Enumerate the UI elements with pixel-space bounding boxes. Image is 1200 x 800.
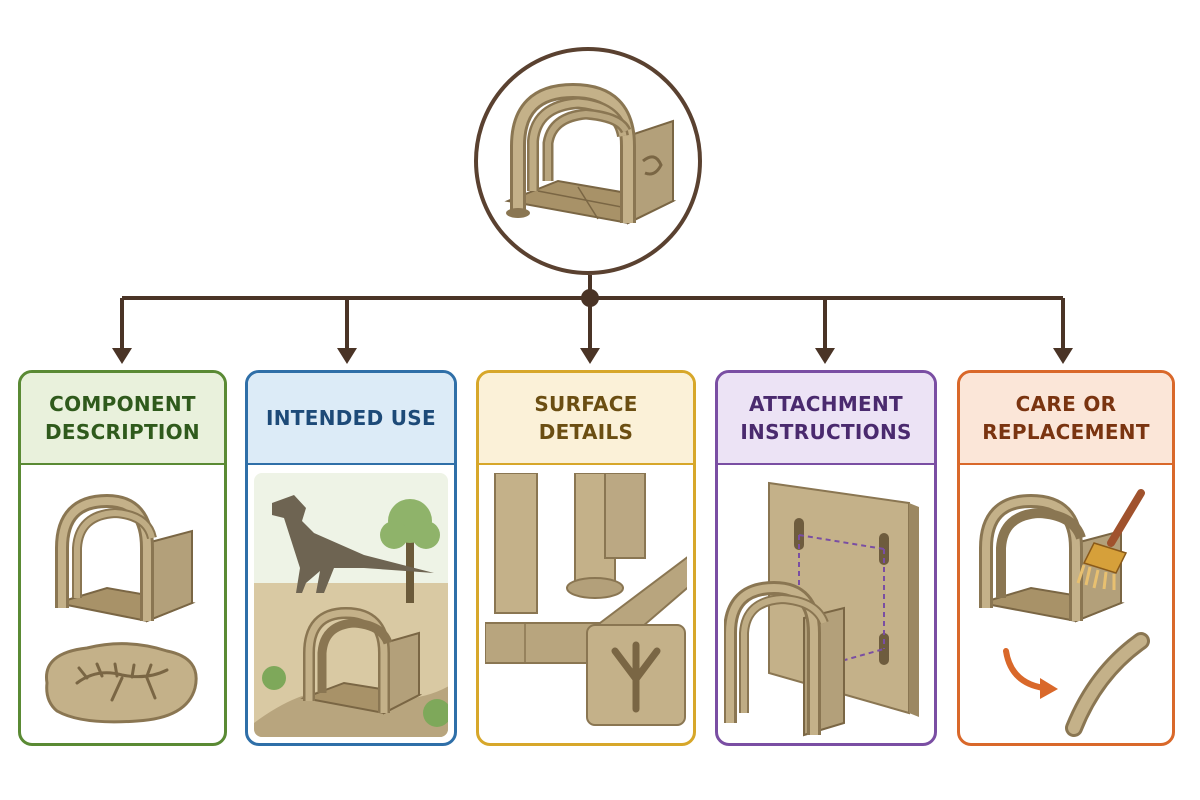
dinosaur-scene-icon <box>254 473 448 737</box>
card-title-line2: INSTRUCTIONS <box>740 420 912 444</box>
card-title: INTENDED USE <box>266 406 436 430</box>
card-intended-use: INTENDED USE <box>245 370 457 746</box>
card-title-line2: REPLACEMENT <box>982 420 1150 444</box>
card-header: CARE OR REPLACEMENT <box>960 373 1172 465</box>
arrow-component-description <box>112 348 132 364</box>
card-title-line1: COMPONENT <box>49 392 196 416</box>
arrow-intended-use <box>337 348 357 364</box>
card-title: ATTACHMENT INSTRUCTIONS <box>740 390 911 446</box>
hub-circle <box>474 47 702 275</box>
card-header: INTENDED USE <box>248 373 454 465</box>
card-care-or-replacement: CARE OR REPLACEMENT <box>957 370 1175 746</box>
card-title-line1: ATTACHMENT <box>749 392 903 416</box>
card-attachment-instructions: ATTACHMENT INSTRUCTIONS <box>715 370 937 746</box>
care-brush-icon <box>966 473 1166 737</box>
card-image <box>254 473 448 737</box>
arrow-care-or-replacement <box>1053 348 1073 364</box>
card-title: CARE OR REPLACEMENT <box>982 390 1150 446</box>
arrow-attachment-instructions <box>815 348 835 364</box>
card-component-description: COMPONENT DESCRIPTION <box>18 370 227 746</box>
arrow-surface-details <box>580 348 600 364</box>
card-title: COMPONENT DESCRIPTION <box>45 390 200 446</box>
card-image <box>966 473 1166 737</box>
card-image <box>724 473 928 737</box>
card-title-line2: DESCRIPTION <box>45 420 200 444</box>
card-title: SURFACE DETAILS <box>534 392 638 444</box>
card-image <box>27 473 218 737</box>
attachment-panel-icon <box>724 473 928 737</box>
card-header: ATTACHMENT INSTRUCTIONS <box>718 373 934 465</box>
card-header: COMPONENT DESCRIPTION <box>21 373 224 465</box>
branch-arrows <box>112 298 1073 364</box>
card-header: SURFACE DETAILS <box>479 373 693 465</box>
arch-and-fossil-plate-icon <box>27 473 218 737</box>
card-image <box>485 473 687 737</box>
surface-texture-icon <box>485 473 687 737</box>
fossil-arch-tunnel-icon <box>504 82 677 225</box>
card-title-line1: CARE OR <box>1015 392 1117 416</box>
card-surface-details: SURFACE DETAILS <box>476 370 696 746</box>
